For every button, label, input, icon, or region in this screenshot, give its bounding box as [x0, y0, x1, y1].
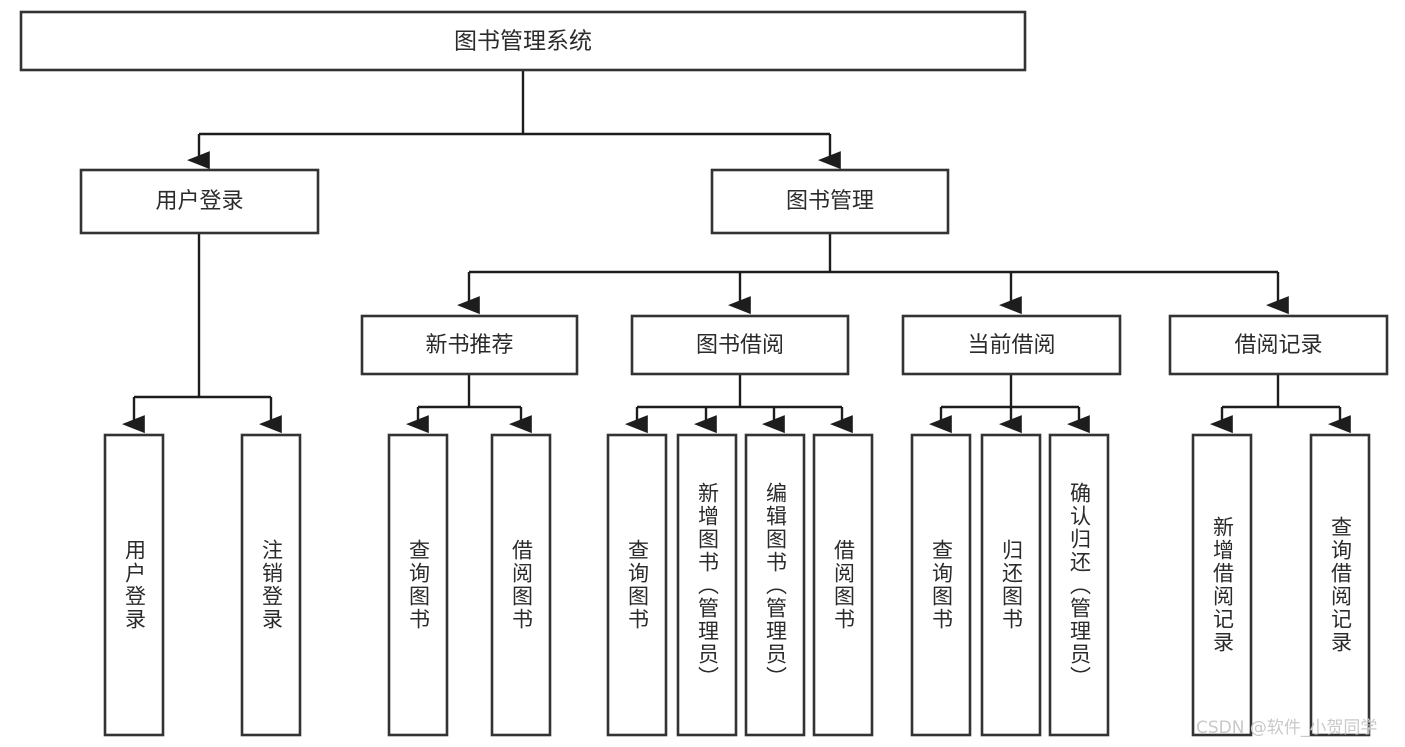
leaf-user-login-2[interactable] [240, 433, 302, 737]
nodes-layer: 图书管理系统 用户登录 图书管理 新书推荐 图书借阅 当前借阅 借阅记录 [19, 10, 1389, 737]
leaf-borrow-record-2[interactable] [1309, 433, 1371, 737]
edges-layer [122, 70, 1351, 434]
leaf-borrow-record-1[interactable] [1191, 433, 1253, 737]
csdn-watermark: CSDN @软件_小贺同学 [1196, 718, 1377, 738]
leaf-book-borrow-1[interactable] [606, 433, 668, 737]
leaf-book-borrow-3[interactable] [744, 433, 806, 737]
node-new-book-recommend-label: 新书推荐 [425, 333, 513, 358]
node-user-login[interactable] [79, 168, 320, 235]
leaf-new-book-1[interactable] [387, 433, 449, 737]
leaf-user-login-1[interactable] [103, 433, 165, 737]
node-book-management[interactable] [710, 168, 950, 235]
leaf-book-borrow-4[interactable] [812, 433, 874, 737]
leaf-current-borrow-3[interactable] [1048, 433, 1110, 737]
leaf-new-book-2[interactable] [490, 433, 552, 737]
node-book-borrow[interactable] [630, 314, 850, 376]
leaf-book-borrow-2[interactable] [676, 433, 738, 737]
node-current-borrow-label: 当前借阅 [967, 333, 1055, 358]
node-user-login-label: 用户登录 [155, 189, 243, 214]
node-current-borrow[interactable] [901, 314, 1122, 376]
node-borrow-record-label: 借阅记录 [1234, 333, 1322, 358]
node-root-book-management-system[interactable] [19, 10, 1027, 72]
node-book-borrow-label: 图书借阅 [696, 333, 784, 358]
leaf-current-borrow-1[interactable] [910, 433, 972, 737]
node-root-label: 图书管理系统 [454, 29, 592, 55]
node-new-book-recommend[interactable] [360, 314, 579, 376]
node-borrow-record[interactable] [1168, 314, 1389, 376]
node-book-management-label: 图书管理 [786, 189, 874, 214]
leaf-current-borrow-2[interactable] [980, 433, 1042, 737]
